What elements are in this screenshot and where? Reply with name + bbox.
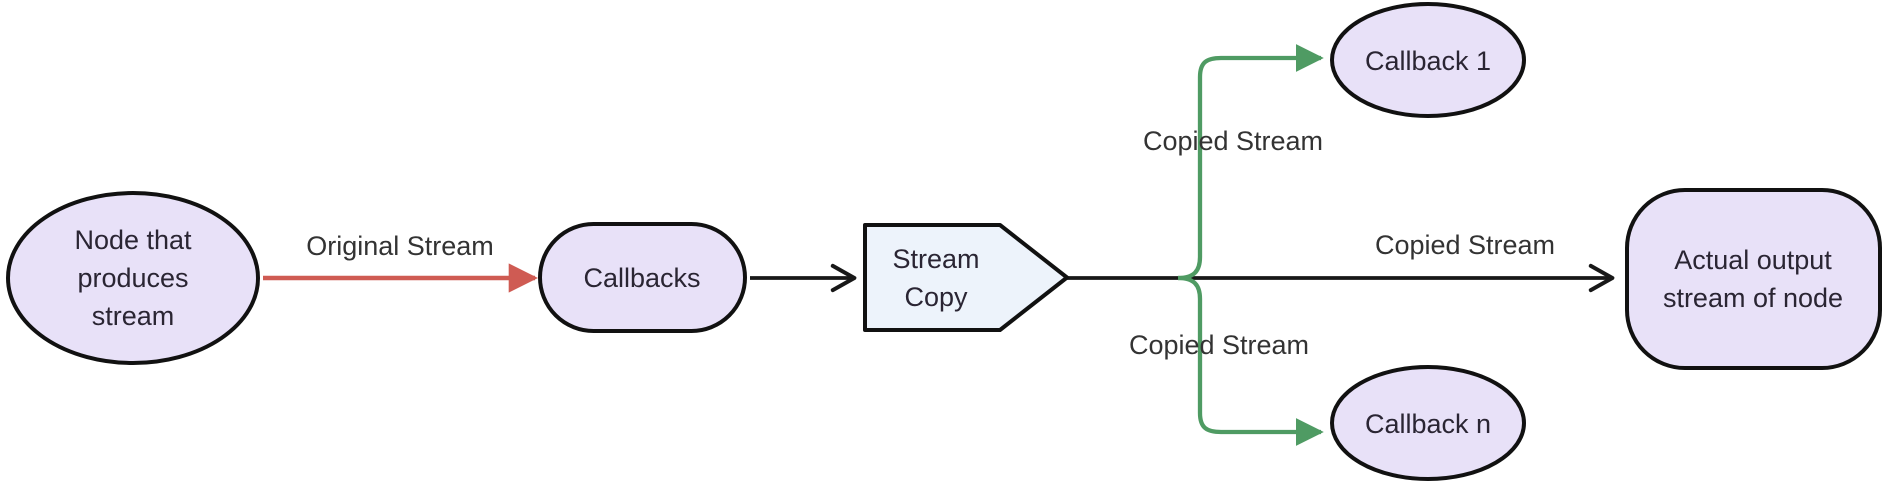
edges bbox=[263, 44, 1615, 446]
edge-copied-stream-bottom bbox=[1177, 275, 1324, 446]
node-callback-1-shape bbox=[1330, 2, 1526, 118]
edge-label-copied-stream-bottom: Copied Stream bbox=[1129, 330, 1309, 360]
edge-label-copied-stream-top: Copied Stream bbox=[1143, 126, 1323, 156]
node-callback-n-label: Callback n bbox=[1365, 409, 1491, 439]
node-producer-shape bbox=[6, 191, 260, 365]
edge-copied-stream-top bbox=[1177, 44, 1324, 281]
node-output-label-line2: stream of node bbox=[1663, 283, 1843, 313]
node-output-label-line1: Actual output bbox=[1674, 245, 1832, 275]
node-producer-label-line2: produces bbox=[77, 263, 188, 293]
edge-label-copied-stream-main: Copied Stream bbox=[1375, 230, 1555, 260]
node-callback-n-shape bbox=[1330, 365, 1526, 481]
edge-labels: Original Stream Copied Stream Copied Str… bbox=[306, 126, 1555, 360]
edge-label-original-stream: Original Stream bbox=[306, 231, 494, 261]
node-output-shape bbox=[1625, 188, 1882, 370]
nodes: Node that produces stream Callbacks Stre… bbox=[6, 2, 1882, 481]
node-stream-copy-shape bbox=[863, 223, 1069, 332]
node-producer-label-line1: Node that bbox=[74, 225, 192, 255]
node-callbacks-shape bbox=[538, 222, 747, 333]
node-callback-1-label: Callback 1 bbox=[1365, 46, 1491, 76]
node-stream-copy-label-line1: Stream bbox=[892, 244, 979, 274]
node-stream-copy-label-line2: Copy bbox=[904, 282, 968, 312]
node-producer-label-line3: stream bbox=[92, 301, 175, 331]
node-callbacks-label: Callbacks bbox=[583, 263, 700, 293]
